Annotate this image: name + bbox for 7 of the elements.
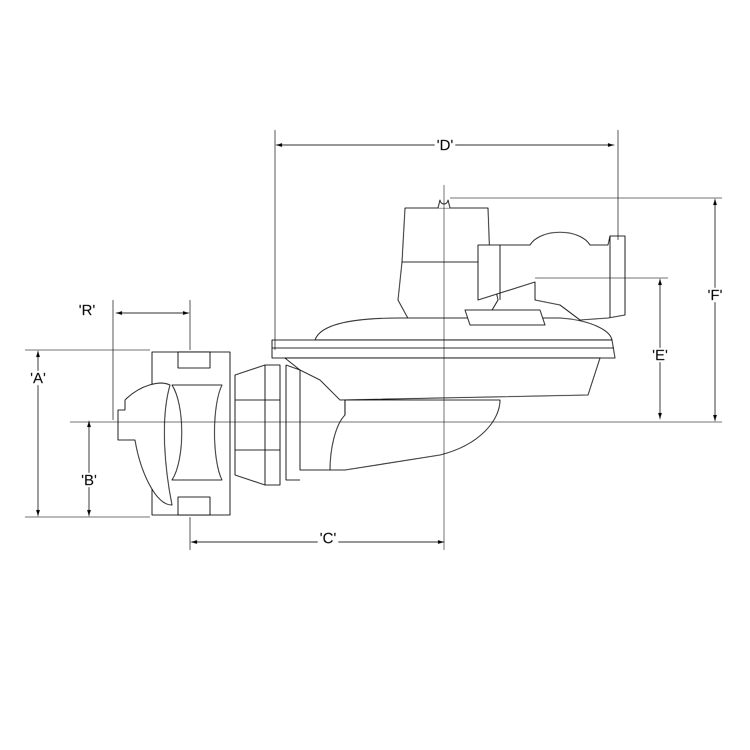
dimension-label: 'R' bbox=[76, 302, 98, 318]
dimension-label: 'F' bbox=[706, 288, 724, 302]
dimension-label: 'C' bbox=[318, 530, 338, 546]
dimension-label: 'D' bbox=[434, 138, 456, 152]
dimension-label: 'E' bbox=[650, 348, 670, 362]
dimension-label: 'A' bbox=[28, 370, 48, 386]
dimension-label: 'B' bbox=[79, 472, 99, 488]
